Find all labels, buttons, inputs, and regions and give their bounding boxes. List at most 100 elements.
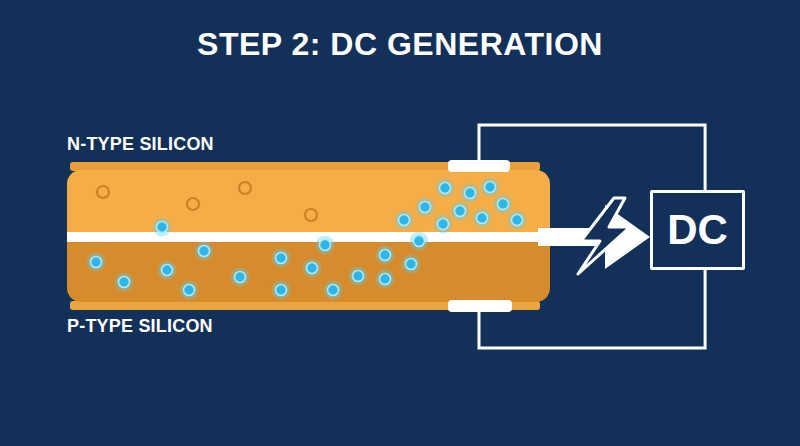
electrons bbox=[87, 178, 527, 300]
electron-core bbox=[440, 183, 451, 194]
electron bbox=[272, 249, 291, 268]
electron bbox=[87, 253, 106, 272]
electron-core bbox=[380, 250, 391, 261]
title: STEP 2: DC GENERATION bbox=[0, 26, 800, 63]
electron-core bbox=[455, 206, 466, 217]
wire bbox=[479, 270, 705, 348]
electron bbox=[473, 209, 492, 228]
electron-glow bbox=[494, 195, 513, 214]
electron bbox=[180, 281, 199, 300]
electron-glow bbox=[316, 236, 335, 255]
electron-glow bbox=[473, 209, 492, 228]
electron-core bbox=[465, 188, 476, 199]
electron-core bbox=[512, 215, 523, 226]
contact-pad bbox=[448, 300, 512, 312]
electron bbox=[395, 211, 414, 230]
electron-glow bbox=[195, 242, 214, 261]
electron bbox=[272, 281, 291, 300]
electron-glow bbox=[231, 268, 250, 287]
electron-core bbox=[414, 236, 425, 247]
hole bbox=[239, 182, 251, 194]
hole bbox=[305, 209, 317, 221]
electron-core bbox=[276, 285, 287, 296]
lightning-symbol bbox=[578, 198, 630, 274]
electron bbox=[376, 246, 395, 265]
electron-core bbox=[157, 222, 168, 233]
electron-core bbox=[235, 272, 246, 283]
n-layer bbox=[67, 170, 550, 237]
electron-core bbox=[91, 257, 102, 268]
electron-core bbox=[328, 285, 339, 296]
electron-glow bbox=[451, 202, 470, 221]
holes bbox=[97, 182, 317, 221]
electron bbox=[324, 281, 343, 300]
dc-output-box: DC bbox=[650, 190, 745, 270]
electron bbox=[153, 218, 172, 237]
electron-glow bbox=[508, 211, 527, 230]
p-layer bbox=[67, 237, 550, 302]
electron-glow bbox=[115, 273, 134, 292]
electron-glow bbox=[303, 259, 322, 278]
electron-core bbox=[162, 265, 173, 276]
electron-glow bbox=[153, 218, 172, 237]
electron-core bbox=[498, 199, 509, 210]
hole bbox=[187, 198, 199, 210]
electron bbox=[434, 215, 453, 234]
electron-glow bbox=[402, 255, 421, 274]
electron-glow bbox=[416, 198, 435, 217]
electron bbox=[494, 195, 513, 214]
layer-label: N-TYPE SILICON bbox=[67, 134, 214, 155]
current-arrow bbox=[538, 228, 605, 246]
electron bbox=[508, 211, 527, 230]
electron-glow bbox=[158, 261, 177, 280]
electron-glow bbox=[349, 267, 368, 286]
electron-glow bbox=[410, 232, 429, 251]
electron-glow bbox=[272, 249, 291, 268]
electron bbox=[376, 270, 395, 289]
electron bbox=[316, 236, 335, 255]
electron-glow bbox=[461, 184, 480, 203]
electron bbox=[481, 178, 500, 197]
electron-glow bbox=[481, 178, 500, 197]
bottom-strip bbox=[70, 301, 540, 310]
electron bbox=[451, 202, 470, 221]
electron bbox=[436, 179, 455, 198]
electron bbox=[195, 242, 214, 261]
electron-core bbox=[119, 277, 130, 288]
electron bbox=[349, 267, 368, 286]
top-strip bbox=[70, 162, 540, 171]
wire bbox=[479, 125, 705, 190]
layer-label: P-TYPE SILICON bbox=[67, 316, 213, 337]
electron-glow bbox=[376, 246, 395, 265]
silicon-slab bbox=[67, 170, 550, 302]
electron bbox=[158, 261, 177, 280]
electron bbox=[303, 259, 322, 278]
electron-core bbox=[320, 240, 331, 251]
electron bbox=[231, 268, 250, 287]
electron-core bbox=[307, 263, 318, 274]
junction-stripe bbox=[67, 232, 550, 242]
contact-pad bbox=[448, 160, 510, 172]
electron-core bbox=[199, 246, 210, 257]
hole bbox=[97, 186, 109, 198]
electron bbox=[410, 232, 429, 251]
electron bbox=[461, 184, 480, 203]
electron-core bbox=[406, 259, 417, 270]
electron-glow bbox=[434, 215, 453, 234]
electron-core bbox=[184, 285, 195, 296]
electron bbox=[402, 255, 421, 274]
electron-core bbox=[485, 182, 496, 193]
electron-core bbox=[353, 271, 364, 282]
electron-core bbox=[420, 202, 431, 213]
electron-core bbox=[276, 253, 287, 264]
electron-glow bbox=[324, 281, 343, 300]
electron-glow bbox=[395, 211, 414, 230]
electron-glow bbox=[272, 281, 291, 300]
electron-core bbox=[399, 215, 410, 226]
electron-core bbox=[380, 274, 391, 285]
electron-glow bbox=[180, 281, 199, 300]
electron-glow bbox=[87, 253, 106, 272]
